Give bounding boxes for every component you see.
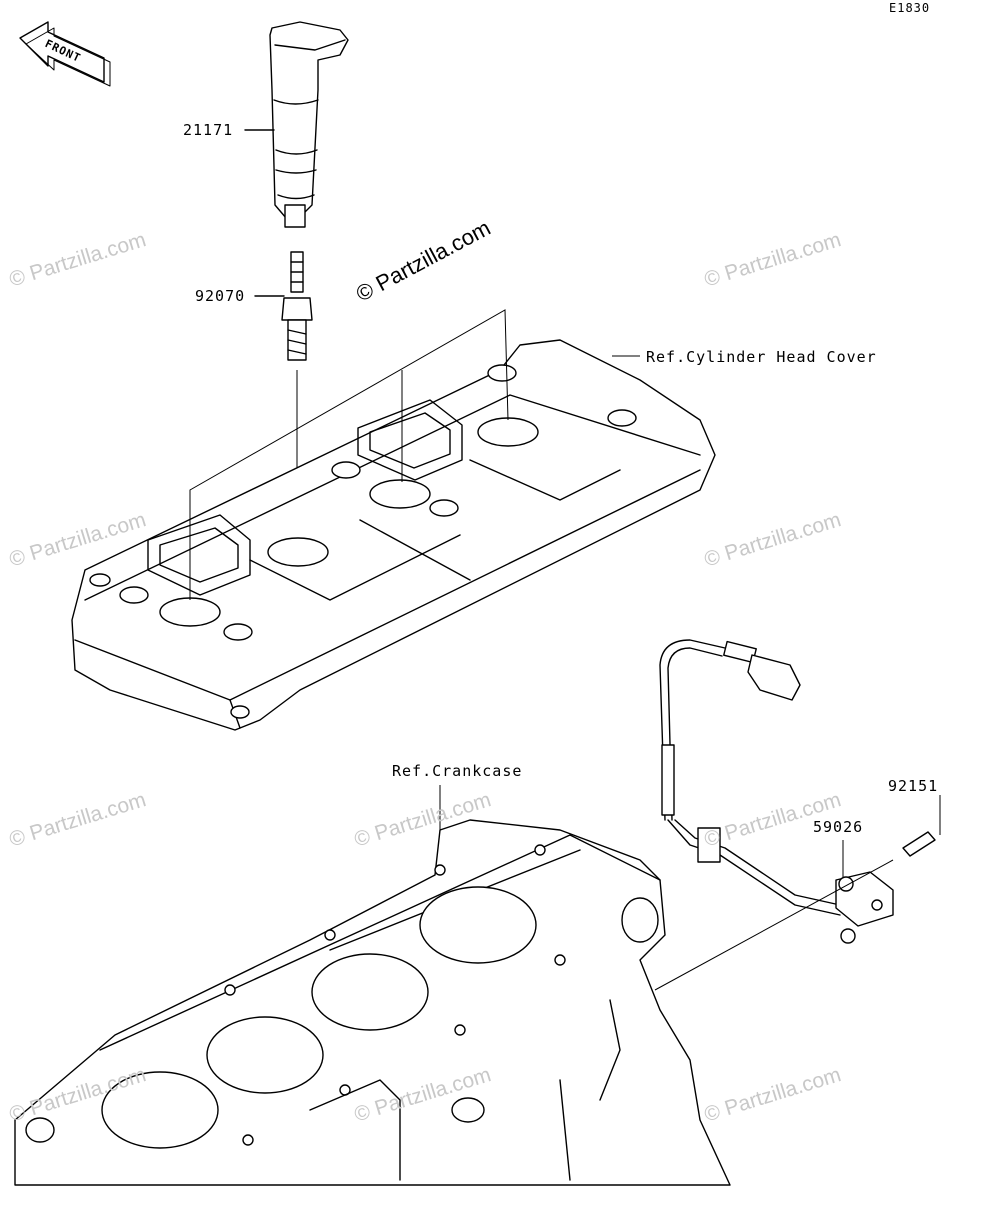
part-number-crank-sensor[interactable]: 59026 — [813, 818, 864, 836]
ref-cylinder-head-cover: Ref.Cylinder Head Cover — [646, 348, 877, 366]
crankcase-drawing — [14, 785, 731, 1186]
crank-sensor-drawing — [654, 639, 941, 991]
diagram-code: E1830 — [889, 1, 931, 15]
part-number-spark-plug[interactable]: 92070 — [195, 287, 246, 305]
ref-crankcase: Ref.Crankcase — [392, 762, 523, 780]
ignition-coil-drawing — [244, 21, 349, 228]
spark-plug-drawing — [254, 251, 313, 540]
part-number-sensor-bolt[interactable]: 92151 — [888, 777, 939, 795]
front-arrow-icon — [19, 21, 111, 87]
part-number-ignition-coil[interactable]: 21171 — [183, 121, 234, 139]
cylinder-head-cover-drawing — [71, 309, 716, 731]
